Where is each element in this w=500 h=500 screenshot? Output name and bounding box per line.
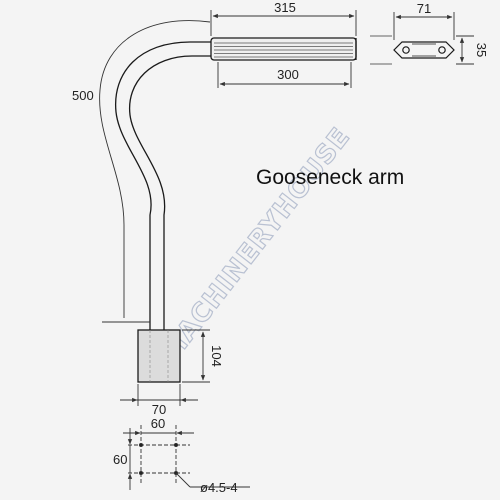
dim-label-70: 70 [152,402,166,417]
dim-clamp-height [370,35,474,65]
handle-grip [210,37,357,61]
watermark-text: MACHINERYHOUSE [155,122,357,368]
dim-handle-grip [217,62,352,88]
hole-pattern [123,425,250,490]
diagram-title: Gooseneck arm [256,166,404,189]
dim-label-hole-y: 60 [113,452,127,467]
dim-base-width [120,384,198,406]
gooseneck-tube [115,41,212,330]
dim-label-315: 315 [274,0,296,15]
dim-base-height [182,329,210,383]
watermark: MACHINERYHOUSE [154,121,357,368]
dim-label-35: 35 [474,43,489,57]
base-block [137,329,181,383]
dim-clamp-width [393,12,455,40]
dim-label-500: 500 [72,88,94,103]
dim-handle-total [210,10,357,36]
dim-label-hole-spec: ø4.5-4 [200,480,238,495]
clamp-end-view [393,41,455,59]
dim-label-71: 71 [417,1,431,16]
dim-label-hole-x: 60 [151,416,165,431]
dim-arm-height [99,20,211,323]
dim-label-300: 300 [277,67,299,82]
dim-label-104: 104 [209,345,224,367]
